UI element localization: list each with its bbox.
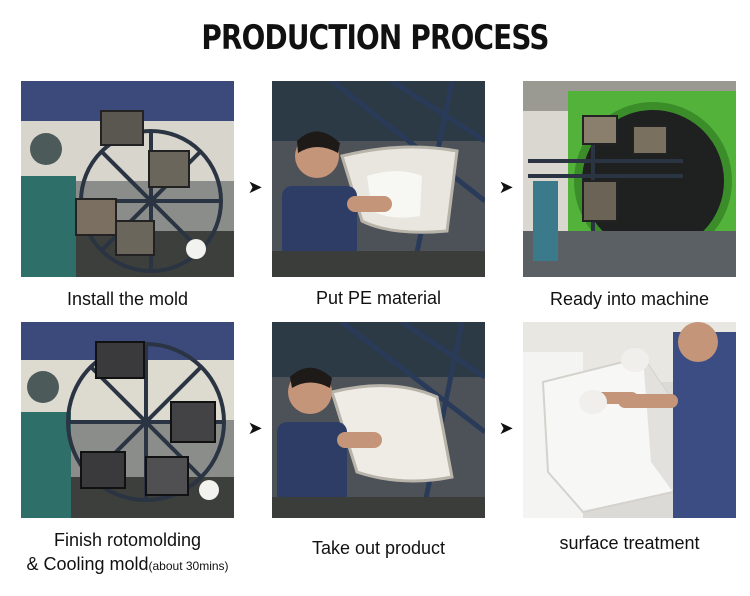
step-install-mold-label: Install the mold <box>66 289 189 309</box>
step-put-pe-material-label: Put PE material <box>315 288 442 308</box>
cooling-mold-text: & Cooling mold <box>26 554 149 574</box>
step-cooling-mold-line2: & Cooling mold(about 30mins) <box>11 552 244 578</box>
put-pe-material-photo <box>272 81 485 277</box>
duration-note: (about 30mins) <box>148 559 229 573</box>
arrow-icon: ➤ <box>498 177 514 197</box>
arrow-icon: ➤ <box>247 418 263 438</box>
surface-treatment-photo <box>523 322 736 518</box>
ready-into-machine-photo <box>523 81 736 277</box>
arrow-icon: ➤ <box>498 418 514 438</box>
page-title: PRODUCTION PROCESS <box>201 18 549 58</box>
step-surface-treatment-label: surface treatment <box>559 533 700 553</box>
install-mold-photo <box>21 81 234 277</box>
step-ready-into-machine-label: Ready into machine <box>549 289 710 309</box>
step-finish-rotomolding-label: Finish rotomolding & Cooling mold(about … <box>11 528 244 578</box>
take-out-product-photo <box>272 322 485 518</box>
finish-rotomolding-photo <box>21 322 234 518</box>
step-finish-rotomolding-line1: Finish rotomolding <box>53 530 202 550</box>
step-take-out-product-label: Take out product <box>311 538 446 558</box>
arrow-icon: ➤ <box>247 177 263 197</box>
